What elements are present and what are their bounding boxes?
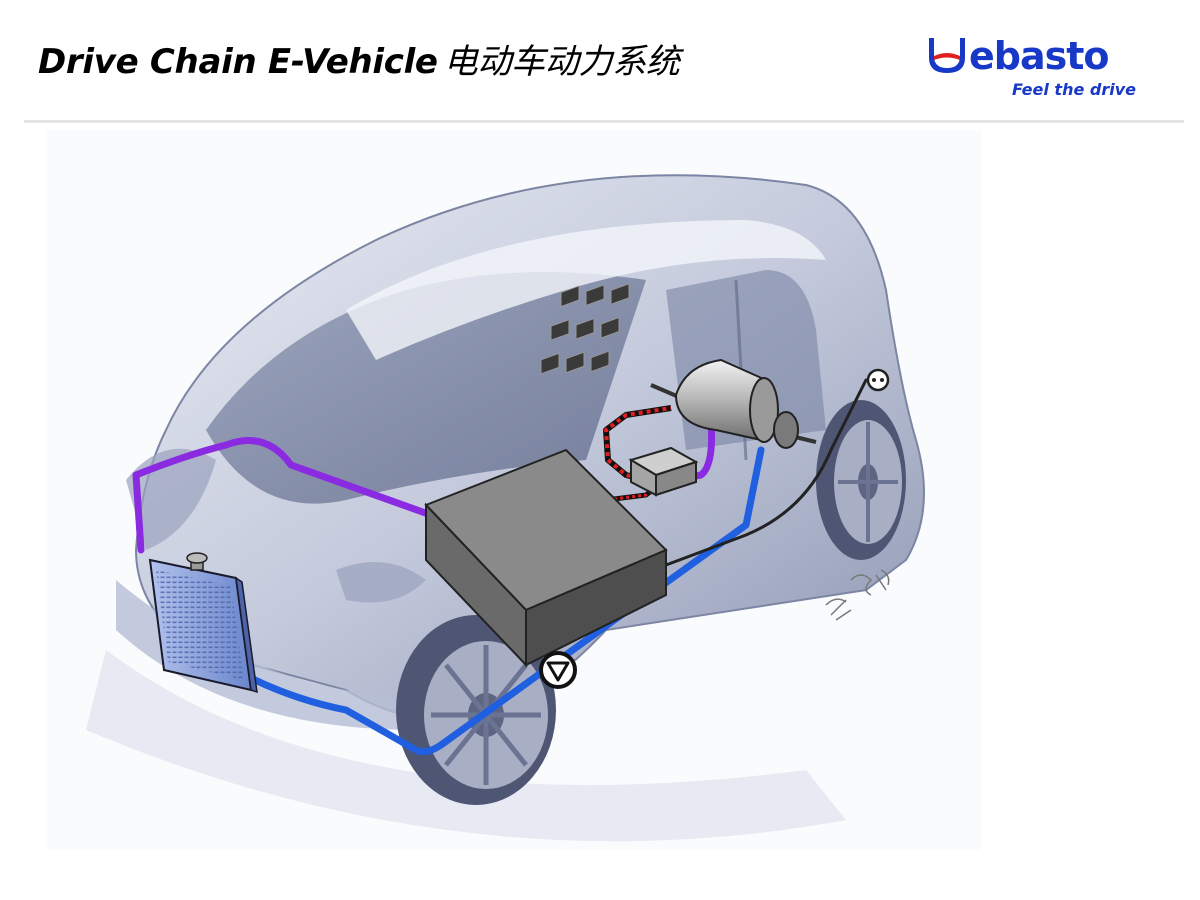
radiator-fins <box>156 570 244 680</box>
heating-line-motor <box>642 418 715 489</box>
logo-tagline: Feel the drive <box>1011 80 1136 99</box>
plug-socket-icon <box>866 368 890 392</box>
heating-line <box>132 437 435 554</box>
car-bumper <box>116 580 426 730</box>
ground-shadow <box>86 650 846 842</box>
charging-cable <box>664 378 868 567</box>
webasto-logo: ebasto Feel the drive <box>925 34 1140 106</box>
power-electronics <box>628 446 699 497</box>
car-headlight-right <box>336 562 426 603</box>
artist-signature <box>825 569 890 621</box>
battery-pack <box>424 283 668 668</box>
car-roof-highlight <box>346 220 826 360</box>
motor-flange <box>773 411 799 449</box>
pump-icon <box>539 651 577 689</box>
electric-motor <box>650 358 817 449</box>
logo-wordmark: ebasto <box>925 34 1110 78</box>
coolant-pump <box>539 651 577 689</box>
webasto-w-mark-icon <box>929 38 965 73</box>
car-windshield <box>206 272 646 504</box>
controller-box-side <box>655 460 697 497</box>
car-sketch <box>116 174 925 730</box>
power-line-red <box>604 406 672 482</box>
ev-drive-chain-illustration <box>46 130 981 850</box>
car-headlight-left <box>126 448 216 550</box>
header-divider <box>24 120 1184 123</box>
rear-wheel <box>816 400 906 560</box>
battery-side-right <box>525 548 667 667</box>
radiator-cap-icon <box>186 552 208 564</box>
radiator <box>148 552 258 694</box>
coolant-line <box>247 446 765 756</box>
logo-wordmark-text: ebasto <box>969 34 1110 78</box>
slide-title-english: Drive Chain E-Vehicle <box>38 42 438 82</box>
battery-cells <box>540 283 630 375</box>
charging-socket <box>866 368 890 392</box>
slide-title-chinese: 电动车动力系统 <box>443 42 680 82</box>
motor-end-cap <box>749 377 779 443</box>
